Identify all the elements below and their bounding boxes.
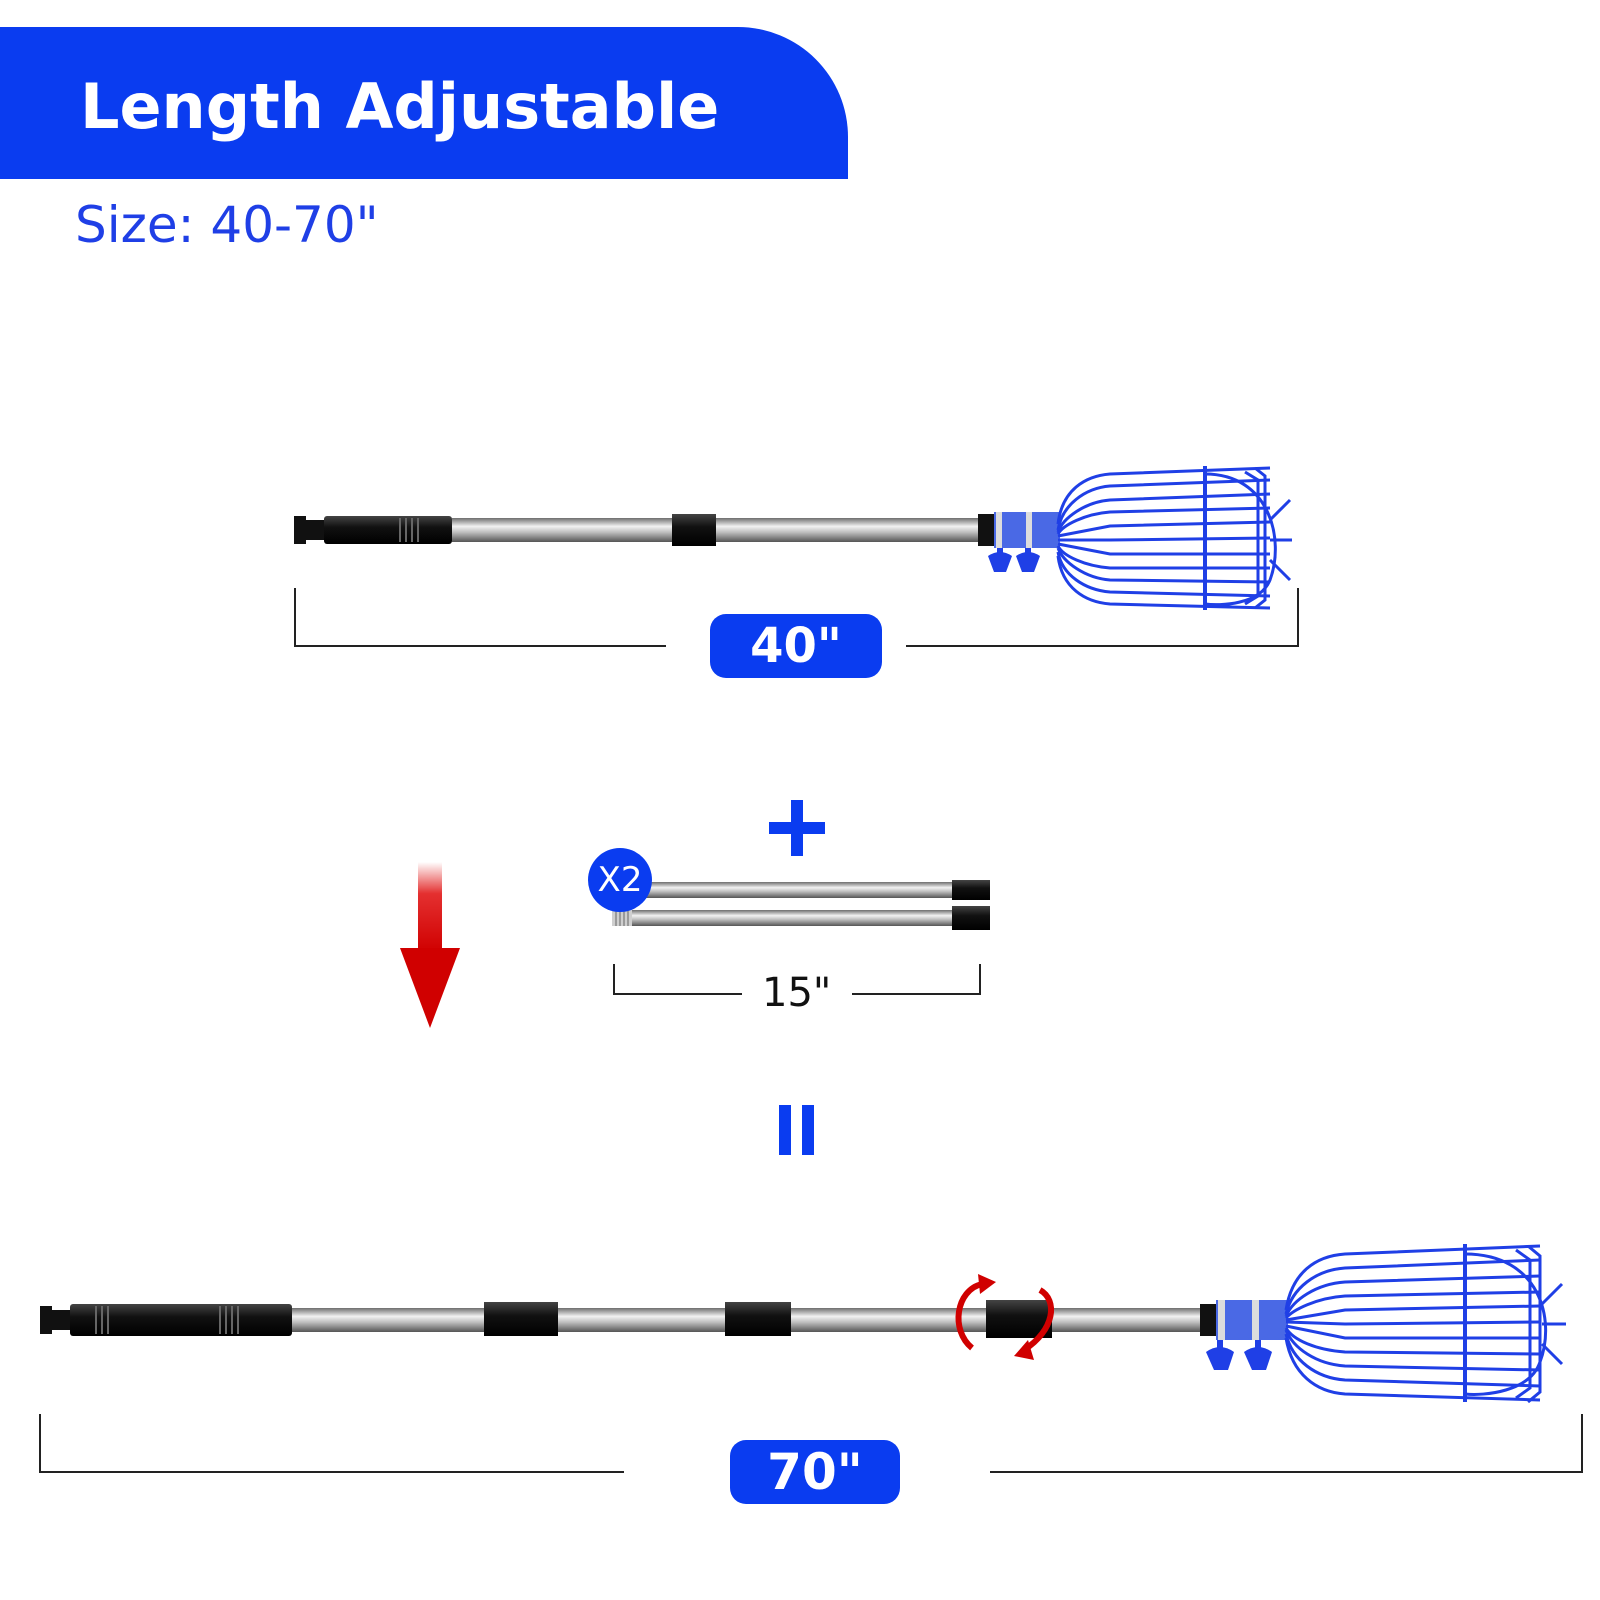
- length-badge-70: 70": [730, 1440, 900, 1504]
- quantity-badge: X2: [588, 848, 652, 912]
- basket-clamp-icon: [988, 512, 1060, 572]
- length-label-40: 40": [750, 618, 842, 674]
- length-label-70: 70": [767, 1443, 863, 1501]
- extension-poles: [612, 880, 990, 930]
- handle-grip: [70, 1304, 292, 1336]
- pole-joint: [484, 1302, 558, 1336]
- arrow-down-icon: [400, 862, 460, 1028]
- header-banner: [0, 27, 848, 179]
- short-fruit-picker: [294, 466, 1292, 610]
- basket-clamp-icon: [1206, 1300, 1288, 1370]
- pole-joint: [725, 1302, 791, 1336]
- handle-grip: [324, 516, 452, 544]
- basket-icon: [1056, 466, 1292, 610]
- length-label-15: 15": [762, 970, 832, 1016]
- dimension-line-15: [613, 964, 981, 995]
- rotate-icon: [955, 1281, 1055, 1353]
- pole-joint: [672, 514, 716, 546]
- long-fruit-picker: [40, 1244, 1566, 1404]
- pole-shaft: [452, 518, 982, 542]
- quantity-badge-label: X2: [597, 860, 643, 900]
- basket-icon: [1284, 1244, 1566, 1404]
- equals-icon: [779, 1105, 814, 1155]
- page-title: Length Adjustable: [80, 70, 720, 143]
- size-subtitle: Size: 40-70": [75, 196, 379, 254]
- handle-cap-icon: [294, 516, 326, 544]
- dimension-line-40: [294, 588, 1299, 647]
- handle-cap-icon: [40, 1306, 72, 1334]
- dimension-line-70: [39, 1414, 1583, 1473]
- plus-icon: [769, 800, 825, 856]
- length-badge-40: 40": [710, 614, 882, 678]
